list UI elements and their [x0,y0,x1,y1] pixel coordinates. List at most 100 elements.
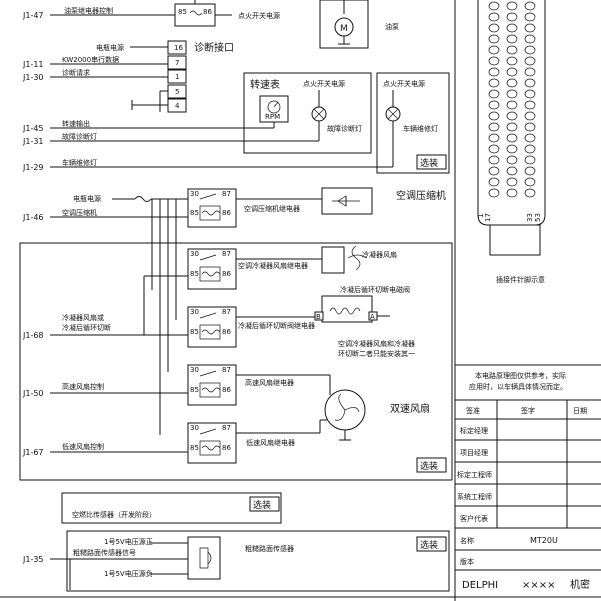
label-low-fan-relay: 低速风扇继电器 [246,438,295,447]
svg-text:85: 85 [178,8,187,16]
connector-pin [488,89,500,99]
pin-j1-45: J1-45 [22,124,44,133]
connector-pin [524,56,536,66]
connector-pin [506,100,518,110]
connector-pin [506,188,518,198]
cooling-fan-group [19,242,453,481]
confidential-label: 机密 [570,578,590,591]
connector-pin [488,177,500,187]
connector-pin [488,166,500,176]
connector-pin [524,133,536,143]
sig-ac-battery: 电瓶电源 [73,194,101,203]
label-rough-road-sensor: 粗糙路面传感器 [245,544,294,553]
name-value: MT20U [530,536,558,545]
connector-pin [506,45,518,55]
svg-text:选装: 选装 [420,539,438,551]
tachometer-group [243,72,372,154]
svg-text:86: 86 [222,209,231,217]
sig-battery: 电瓶电源 [96,43,124,52]
cutoff-valve [321,295,373,323]
svg-text:86: 86 [203,8,212,16]
svg-text:16: 16 [174,44,183,52]
optional-tag-1 [416,154,447,170]
rough-road-sensor [187,536,221,580]
optional-tag-3 [249,496,280,512]
svg-text:85: 85 [190,209,199,217]
pin-j1-47: J1-47 [22,11,44,20]
connector-pin-grid [488,1,536,198]
connector-pin [524,144,536,154]
connector-pin [506,78,518,88]
doc-xxxx: ×××× [522,580,556,591]
svg-text:4: 4 [175,102,180,110]
connector-pin [524,188,536,198]
connector-pin [524,23,536,33]
connector-pin [506,23,518,33]
connector-pin [524,122,536,132]
o2-sensor-group [61,492,282,524]
connector-pin [524,177,536,187]
name-label: 名称 [460,536,474,545]
svg-text:30: 30 [190,250,199,258]
sig-5v-neg: 1号5V电压源负 [104,569,153,578]
condenser-fan-box [321,246,345,274]
pin-53-label: 53 [534,213,542,222]
rough-road-group [66,530,450,592]
svg-text:M: M [340,24,348,34]
sig-diag-request: 诊断请求 [62,68,90,77]
row-3: 标定工程师 [457,470,492,479]
sig-condenser-fan-or: 冷凝器风扇或 [62,313,104,322]
optional-tag-2 [416,457,447,473]
label-diag-connector: 诊断接口 [194,41,234,54]
pin-33-label: 33 [526,213,534,222]
connector-pin [506,155,518,165]
label-cutoff-valve: 冷凝后循环切断电磁阀 [340,285,410,294]
sig-high-fan-ctrl: 高速风扇控制 [62,382,104,391]
disclaimer-1: 本电路原理图仅供参考，实际 [475,371,566,380]
pin-j1-35: J1-35 [22,555,44,564]
svg-text:87: 87 [222,250,231,258]
svg-text:RPM: RPM [265,113,280,121]
connector-pin [524,100,536,110]
connector-pin [506,56,518,66]
version-label: 版本 [460,557,474,566]
svg-text:B: B [316,313,321,321]
label-ignition-top: 点火开关电源 [238,11,280,20]
pin-1-label: 1 [477,214,485,218]
sig-ac-compressor: 空调压缩机 [62,208,97,217]
svg-text:86: 86 [222,270,231,278]
connector-pin [488,45,500,55]
pin-j1-29: J1-29 [22,163,44,172]
row-5: 客户代表 [460,514,488,523]
connector-pin [488,144,500,154]
connector-pinout [477,0,546,256]
label-ac-compressor-relay: 空调压缩机继电器 [244,204,300,213]
connector-pin [488,111,500,121]
row-1: 标定经理 [460,426,488,435]
connector-pin [524,1,536,11]
connector-caption: 插接件针脚示意 [496,275,545,284]
connector-pin [488,100,500,110]
connector-pin [488,133,500,143]
svg-text:5: 5 [175,88,179,96]
pin-j1-68: J1-68 [22,331,44,340]
svg-text:30: 30 [190,424,199,432]
row-2: 项目经理 [460,448,488,457]
svg-text:87: 87 [222,424,231,432]
connector-pin [506,89,518,99]
col-date: 日期 [573,407,587,415]
company-name: DELPHI [462,580,498,591]
svg-text:A: A [370,313,375,321]
svg-text:选装: 选装 [253,499,271,511]
svg-text:选装: 选装 [420,157,438,169]
pin-j1-67: J1-67 [22,448,44,457]
connector-pin [524,78,536,88]
pin-j1-31: J1-31 [22,137,44,146]
connector-pin [506,12,518,22]
connector-pin [524,166,536,176]
connector-pin [524,12,536,22]
connector-pin [488,12,500,22]
label-o2-sensor: 空燃比传感器（开发阶段） [72,510,156,519]
